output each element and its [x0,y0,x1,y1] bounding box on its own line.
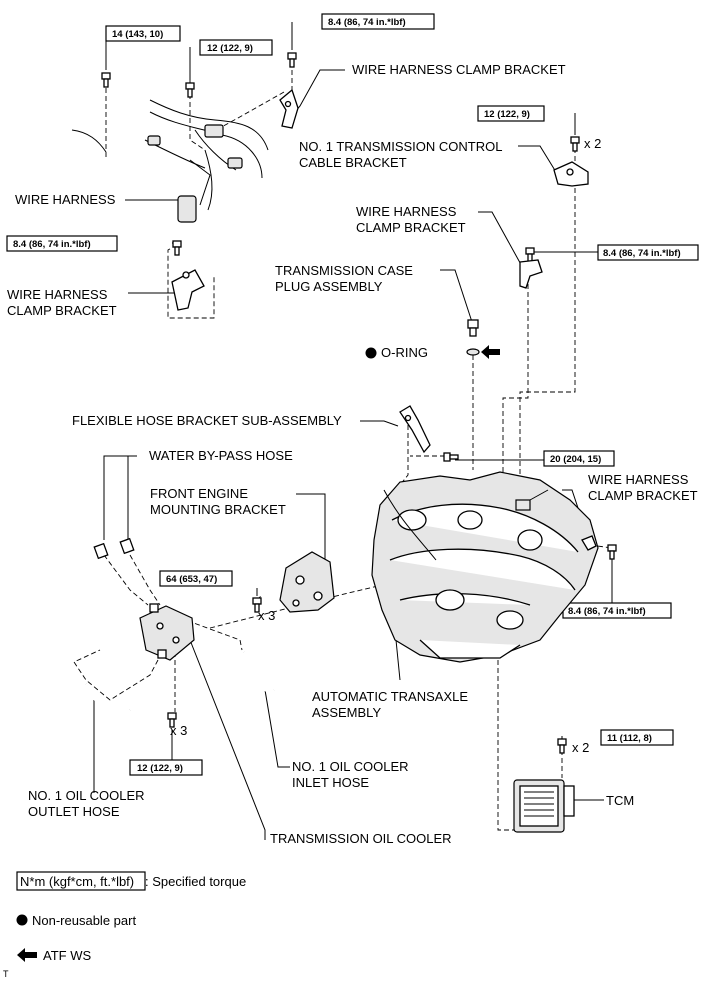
label-tcm: TCM [606,793,634,808]
label-engine-mount-2: MOUNTING BRACKET [150,502,286,517]
torque-box-10 [600,729,674,746]
tcm-part [513,779,575,833]
label-transaxle-2: ASSEMBLY [312,705,381,720]
torque-boxes: 14 (143, 10) 12 (122, 9) 8.4 (86, 74 in.… [6,13,699,776]
torque-value-7: 20 (204, 15) [550,454,601,465]
wire-harness-part [71,99,269,223]
torque-box-11 [129,759,203,776]
engine-mount-bracket-part [279,551,335,613]
torque-value-10: 11 (112, 8) [607,733,652,744]
bolt-icon [287,52,297,68]
water-bypass-hose-part [93,537,135,560]
legend-torque-unit: N*m (kgf*cm, ft.*lbf) [20,874,134,889]
torque-box-5 [6,235,118,252]
atf-arrow-icon [17,948,37,962]
label-outlet-hose-1: NO. 1 OIL COOLER [28,788,145,803]
bolt-icon [185,82,195,98]
label-inlet-hose-1: NO. 1 OIL COOLER [292,759,409,774]
legend-atf: ATF WS [43,948,91,963]
non-reusable-dot-icon [16,914,28,926]
quantity-marks: x 2 x 3 x 3 x 2 [170,136,601,755]
clamp-bracket-lower-part [581,535,597,551]
torque-box-8 [159,570,233,587]
torque-value-11: 12 (122, 9) [137,763,183,774]
quantity-tcm: x 2 [572,740,589,755]
oil-cooler-part [139,603,195,661]
torque-box-1 [105,25,181,42]
label-water-bypass-hose: WATER BY-PASS HOSE [149,448,293,463]
label-clamp-bracket-right-2: CLAMP BRACKET [356,220,466,235]
clamp-bracket-left-part [171,269,205,311]
label-flexible-hose-bracket: FLEXIBLE HOSE BRACKET SUB-ASSEMBLY [72,413,342,428]
torque-value-4: 12 (122, 9) [484,109,530,120]
legend: N*m (kgf*cm, ft.*lbf) : Specified torque… [3,871,246,979]
torque-value-2: 12 (122, 9) [207,43,253,54]
label-case-plug-1: TRANSMISSION CASE [275,263,413,278]
label-cable-bracket-2: CABLE BRACKET [299,155,407,170]
legend-torque-box [16,871,146,891]
label-clamp-bracket-left-1: WIRE HARNESS [7,287,108,302]
case-plug-part [466,319,480,356]
label-engine-mount-1: FRONT ENGINE [150,486,248,501]
non-reusable-dot-icon [365,347,377,359]
torque-box-4 [477,105,545,122]
torque-value-5: 8.4 (86, 74 in.*lbf) [13,239,91,250]
bolt-icon [443,452,459,462]
label-clamp-bracket-lower-2: CLAMP BRACKET [588,488,698,503]
torque-box-3 [321,13,435,30]
outlet-hose-part [84,683,132,725]
inlet-hose-part [243,650,275,693]
label-clamp-bracket-right-1: WIRE HARNESS [356,204,457,219]
bolt-icon [252,597,262,613]
label-o-ring: O-RING [381,345,428,360]
torque-value-1: 14 (143, 10) [112,29,163,40]
labels: WIRE HARNESS CLAMP BRACKET NO. 1 TRANSMI… [7,62,698,846]
bolt-icon [557,738,567,754]
label-clamp-bracket-lower-1: WIRE HARNESS [588,472,689,487]
torque-value-6: 8.4 (86, 74 in.*lbf) [603,248,681,259]
quantity-bracket: x 2 [584,136,601,151]
legend-non-reusable: Non-reusable part [32,913,136,928]
torque-box-6 [597,244,699,261]
cable-bracket-part [553,161,589,187]
label-clamp-bracket-left-2: CLAMP BRACKET [7,303,117,318]
footer-mark: T [3,969,9,979]
label-outlet-hose-2: OUTLET HOSE [28,804,120,819]
torque-value-3: 8.4 (86, 74 in.*lbf) [328,17,406,28]
legend-torque-desc: : Specified torque [145,874,246,889]
label-case-plug-2: PLUG ASSEMBLY [275,279,383,294]
bolt-icon [607,544,617,560]
transaxle-part [371,471,599,663]
torque-box-7 [543,450,615,467]
label-clamp-bracket-top: WIRE HARNESS CLAMP BRACKET [352,62,566,77]
flexible-hose-bracket-part [399,405,431,454]
clamp-bracket-top-part [279,88,299,129]
torque-value-9: 8.4 (86, 74 in.*lbf) [568,606,646,617]
bolt-icon [172,240,182,256]
bolt-icon [570,136,580,152]
bolt-icon [525,247,535,263]
label-wire-harness: WIRE HARNESS [15,192,116,207]
torque-box-2 [199,39,273,56]
quantity-mount: x 3 [258,608,275,623]
bolt-icon [101,72,111,88]
label-transaxle-1: AUTOMATIC TRANSAXLE [312,689,468,704]
torque-value-8: 64 (653, 47) [166,574,217,585]
quantity-cooler: x 3 [170,723,187,738]
label-cable-bracket-1: NO. 1 TRANSMISSION CONTROL [299,139,502,154]
clamp-bracket-right-part [519,259,543,289]
label-oil-cooler: TRANSMISSION OIL COOLER [270,831,452,846]
alignment-lines [73,62,613,831]
bolt-icon [167,712,177,728]
atf-arrow-icon [481,345,500,359]
bolts [101,52,617,754]
label-inlet-hose-2: INLET HOSE [292,775,369,790]
